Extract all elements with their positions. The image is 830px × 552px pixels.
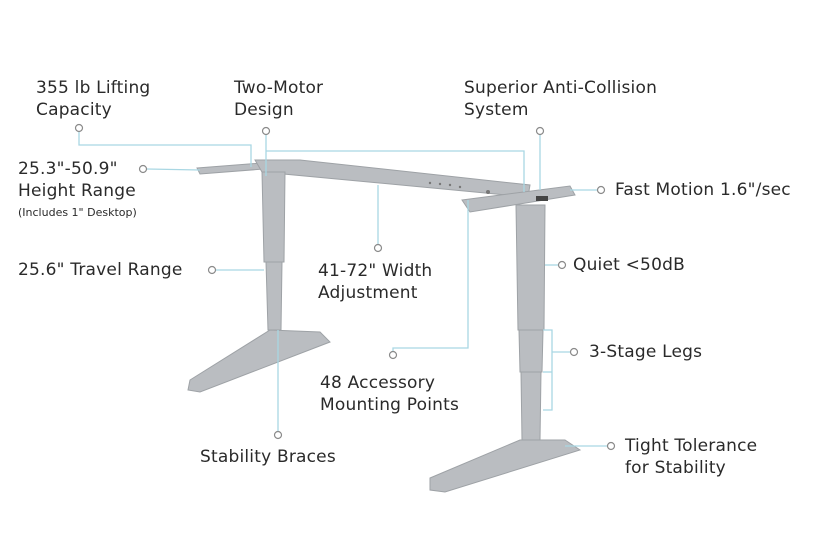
label-line: 25.3"-50.9" bbox=[18, 159, 118, 179]
callout-dot-icon bbox=[557, 260, 567, 270]
right-leg-mid bbox=[518, 329, 544, 373]
label-line: 48 Accessory bbox=[320, 373, 436, 393]
label-line: Two-Motor bbox=[234, 78, 324, 98]
label-line: Tight Tolerance bbox=[625, 436, 758, 456]
label-quiet: Quiet <50dB bbox=[573, 255, 685, 275]
callout-dot-icon bbox=[74, 123, 84, 133]
label-line: Capacity bbox=[36, 100, 112, 120]
label-3-stage-legs: 3-Stage Legs bbox=[589, 342, 703, 362]
callout-dot-icon bbox=[388, 350, 398, 360]
label-tight-tolerance: Tight Tolerance for Stability bbox=[625, 435, 757, 479]
callout-dots bbox=[74, 123, 616, 451]
callout-dot-icon bbox=[207, 265, 217, 275]
callout-dot-icon bbox=[273, 430, 283, 440]
label-stability-braces: Stability Braces bbox=[200, 447, 336, 467]
desk-frame bbox=[187, 159, 582, 493]
label-line: Design bbox=[234, 100, 294, 120]
label-line: Adjustment bbox=[318, 283, 418, 303]
left-foot bbox=[187, 329, 331, 393]
right-leg-upper bbox=[515, 204, 546, 331]
callout-dot-icon bbox=[373, 243, 383, 253]
label-line: Superior Anti-Collision bbox=[464, 78, 658, 98]
right-leg-lower bbox=[520, 371, 542, 441]
label-line: for Stability bbox=[625, 458, 726, 478]
label-line: Height Range bbox=[18, 181, 136, 201]
label-two-motor: Two-Motor Design bbox=[234, 77, 323, 121]
callout-dot-icon bbox=[569, 347, 579, 357]
callout-lines bbox=[78, 132, 607, 447]
callout-dot-icon bbox=[606, 441, 616, 451]
label-line: System bbox=[464, 100, 529, 120]
left-leg-lower bbox=[265, 261, 283, 331]
label-line: 355 lb Lifting bbox=[36, 78, 151, 98]
label-width-adjustment: 41-72" Width Adjustment bbox=[318, 260, 432, 304]
right-top-arm bbox=[461, 185, 576, 213]
callout-dot-icon bbox=[261, 126, 271, 136]
label-line: 41-72" Width bbox=[318, 261, 433, 281]
label-height-note: (Includes 1" Desktop) bbox=[18, 206, 137, 219]
mounting-holes bbox=[428, 181, 548, 201]
left-leg-upper bbox=[261, 171, 286, 263]
label-travel-range: 25.6" Travel Range bbox=[18, 260, 183, 280]
label-lifting-capacity: 355 lb Lifting Capacity bbox=[36, 77, 150, 121]
label-anti-collision: Superior Anti-Collision System bbox=[464, 77, 657, 121]
callout-dot-icon bbox=[596, 185, 606, 195]
label-mounting-points: 48 Accessory Mounting Points bbox=[320, 372, 459, 416]
label-line: Mounting Points bbox=[320, 395, 460, 415]
callout-dot-icon bbox=[535, 126, 545, 136]
right-foot bbox=[429, 439, 582, 493]
label-fast-motion: Fast Motion 1.6"/sec bbox=[615, 180, 791, 200]
label-height-range: 25.3"-50.9" Height Range bbox=[18, 158, 136, 202]
callout-dot-icon bbox=[138, 164, 148, 174]
